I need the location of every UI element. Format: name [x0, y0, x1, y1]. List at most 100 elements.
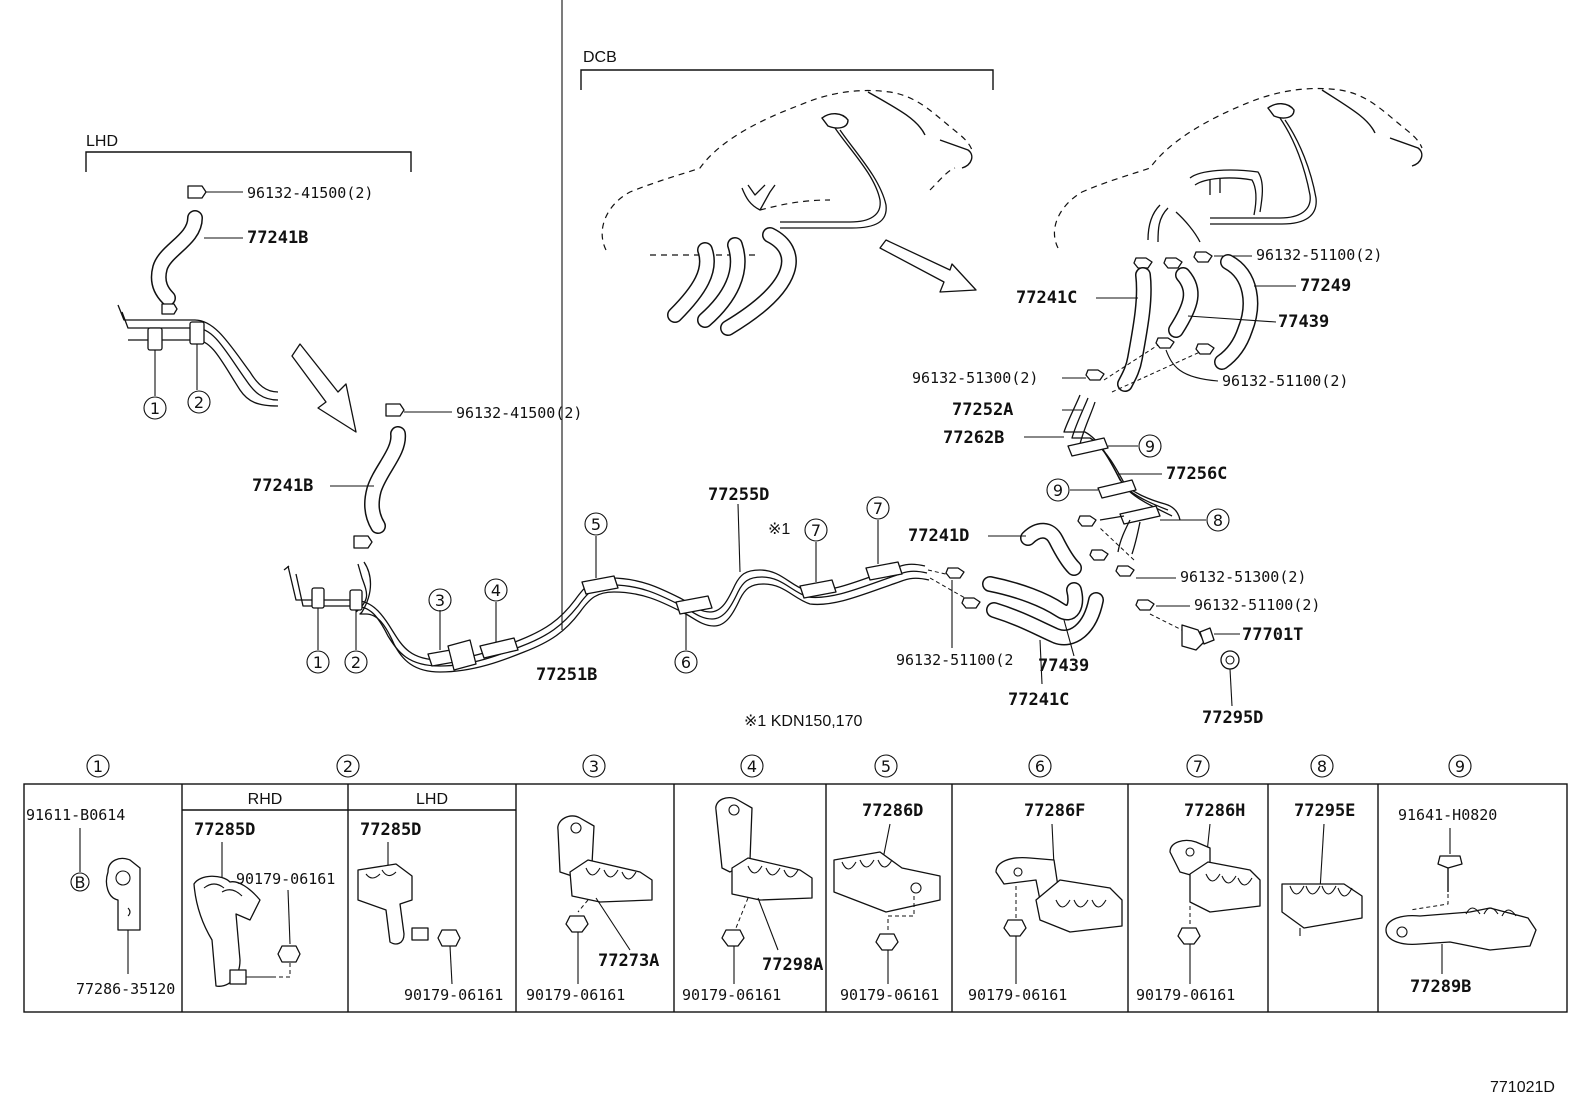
detail-2-lhd: 77285D 90179-06161: [357, 820, 503, 1004]
hose-clip: [187, 185, 207, 199]
svg-text:77286D: 77286D: [862, 801, 923, 821]
part-96132-51100-mid: 96132-51100(2): [1222, 372, 1348, 390]
detail-callout-6: [1028, 754, 1052, 778]
svg-text:3: 3: [435, 591, 445, 610]
detail-8: 77295E: [1281, 801, 1363, 936]
svg-text:5: 5: [591, 515, 601, 534]
callout-4: [484, 578, 508, 602]
lhd-bracket: [85, 151, 412, 172]
svg-text:7: 7: [873, 499, 883, 518]
part-77701T: 77701T: [1242, 625, 1303, 645]
detail-callout-9: [1448, 754, 1472, 778]
part-77251B: 77251B: [536, 665, 597, 685]
part-77241D: 77241D: [908, 526, 969, 546]
callout-8: [1206, 508, 1230, 532]
svg-text:7: 7: [811, 521, 821, 540]
callout-2-main: [344, 650, 368, 674]
svg-text:4: 4: [491, 581, 501, 600]
dcb-bracket: [580, 69, 994, 90]
note-mark: ※1: [768, 521, 790, 538]
direction-arrow: [291, 343, 357, 433]
pipe-assembly-right: 77252A 77262B 9 77256C 9 8 96132-51300(2…: [943, 394, 1320, 728]
applicability-note: ※1 KDN150,170: [744, 713, 862, 730]
part-77241C-top: 77241C: [1016, 288, 1077, 308]
detail-callout-2: [336, 754, 360, 778]
svg-text:1: 1: [150, 399, 160, 418]
detail-9: 91641-H0820 77289B: [1385, 806, 1537, 997]
callout-1-main: [306, 650, 330, 674]
svg-text:9: 9: [1053, 481, 1063, 500]
callout-2-lhd: [187, 390, 211, 414]
svg-text:6: 6: [681, 653, 691, 672]
svg-text:6: 6: [1035, 757, 1045, 776]
svg-text:77286F: 77286F: [1024, 801, 1085, 821]
detail-5: 77286D 90179-06161: [833, 801, 941, 1004]
lhd-group: LHD 96132-41500(2) 77241B 1 2: [85, 133, 412, 433]
svg-text:90179-06161: 90179-06161: [1136, 986, 1235, 1004]
callout-3: [428, 588, 452, 612]
detail-callout-1: [86, 754, 110, 778]
svg-text:77273A: 77273A: [598, 951, 659, 971]
svg-text:2: 2: [351, 653, 361, 672]
detail-callout-8: [1310, 754, 1334, 778]
part-96132-51300-top: 96132-51300(2): [912, 369, 1038, 387]
callout-5: [584, 512, 608, 536]
lhd-header: LHD: [416, 791, 448, 808]
part-77241B: 77241B: [247, 228, 308, 248]
svg-text:90179-06161: 90179-06161: [404, 986, 503, 1004]
detail-callout-7: [1186, 754, 1210, 778]
svg-text:77295E: 77295E: [1294, 801, 1355, 821]
callout-9-top: [1138, 434, 1162, 458]
detail-1: 91611-B0614 B 77286-35120: [26, 806, 175, 998]
svg-text:91611-B0614: 91611-B0614: [26, 806, 125, 824]
part-96132-51100-top: 96132-51100(2): [1256, 246, 1382, 264]
detail-4: 77298A 90179-06161: [682, 796, 823, 1004]
svg-text:90179-06161: 90179-06161: [236, 870, 335, 888]
detail-callout-3: [582, 754, 606, 778]
detail-6: 77286F 90179-06161: [968, 801, 1123, 1004]
drawing-id: 771021D: [1490, 1079, 1555, 1096]
svg-text:3: 3: [589, 757, 599, 776]
callout-1-lhd: [143, 396, 167, 420]
callout-9-mid: [1046, 478, 1070, 502]
part-77295D: 77295D: [1202, 708, 1263, 728]
svg-text:2: 2: [343, 757, 353, 776]
svg-text:77285D: 77285D: [194, 820, 255, 840]
svg-text:90179-06161: 90179-06161: [968, 986, 1067, 1004]
part-77256C: 77256C: [1166, 464, 1227, 484]
svg-text:5: 5: [881, 757, 891, 776]
vehicle-sketch-right: [1053, 87, 1423, 249]
svg-text:77298A: 77298A: [762, 955, 823, 975]
callout-7: [866, 496, 890, 520]
part-77262B: 77262B: [943, 428, 1004, 448]
detail-2-rhd: 77285D 90179-06161: [193, 820, 335, 987]
vehicle-sketch-left: [601, 89, 977, 336]
svg-text:77285D: 77285D: [360, 820, 421, 840]
hoses-right: 96132-51100(2) 77241C 77249 77439 96132-…: [912, 246, 1382, 393]
part-77252A: 77252A: [952, 400, 1013, 420]
detail-callout-4: [740, 754, 764, 778]
svg-text:1: 1: [313, 653, 323, 672]
svg-text:4: 4: [747, 757, 757, 776]
svg-text:90179-06161: 90179-06161: [840, 986, 939, 1004]
hoses-lower: 77241D 77439 77241C 96132-51100(2: [896, 522, 1104, 710]
detail-table: RHD LHD 1 2 3 4 5 6 7 8 9 91611-B0614 B: [23, 754, 1568, 1013]
svg-text:B: B: [75, 873, 86, 892]
svg-text:91641-H0820: 91641-H0820: [1398, 806, 1497, 824]
main-pipe-run: 96132-41500(2) 77241B 1 2 3 4 77251B: [252, 0, 966, 685]
part-96132-51300-bottom: 96132-51300(2): [1180, 568, 1306, 586]
lhd-label: LHD: [86, 133, 118, 150]
svg-text:1: 1: [93, 757, 103, 776]
part-77249: 77249: [1300, 276, 1351, 296]
svg-text:7: 7: [1193, 757, 1203, 776]
detail-callout-5: [874, 754, 898, 778]
dcb-label: DCB: [583, 49, 617, 66]
part-77439-bottom: 77439: [1038, 656, 1089, 676]
part-77241B-mid: 77241B: [252, 476, 313, 496]
part-77241C-bottom: 77241C: [1008, 690, 1069, 710]
part-77255D: 77255D: [708, 485, 769, 505]
detail-3: 77273A 90179-06161: [526, 815, 659, 1004]
callout-7-kdn: [804, 518, 828, 542]
svg-text:90179-06161: 90179-06161: [682, 986, 781, 1004]
